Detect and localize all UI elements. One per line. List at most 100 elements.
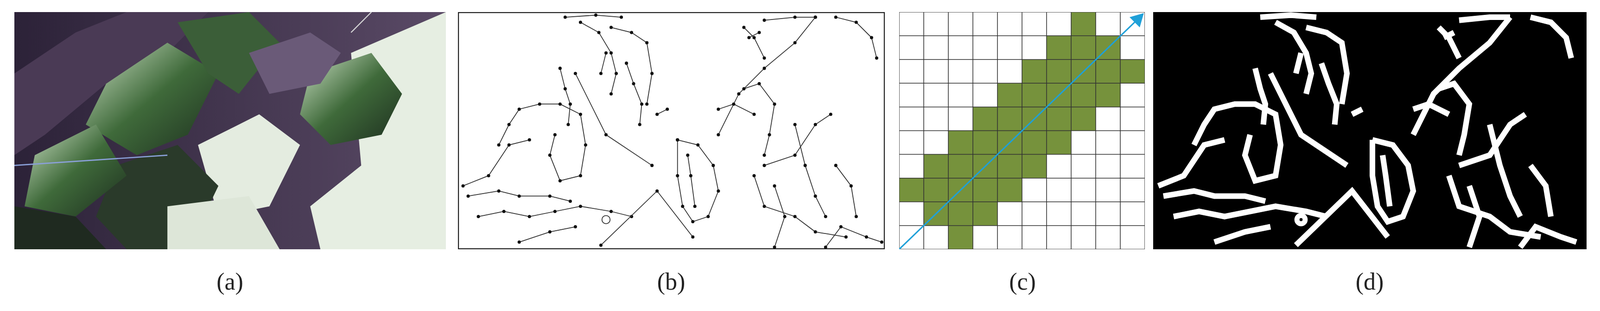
panel-label: (b) [657,267,686,295]
vertex-dot [849,184,853,188]
vertex-dot [716,107,720,111]
grid-ground [899,12,1145,249]
vertex-dot [875,56,879,60]
vertex-dot [742,87,746,91]
grid-line [1070,12,1072,249]
grid-cell [1022,130,1047,155]
mask-line [1382,154,1390,206]
direction-arrow [899,20,1137,249]
grid-cell [1046,35,1072,60]
grid-cell [948,225,973,249]
edge-line [565,15,622,18]
grid-cell [1046,59,1072,83]
vertex-dot [762,163,766,167]
vertex-dot [517,194,521,198]
edge-line [687,154,695,206]
vertex-dot [609,209,613,213]
vertex-dot [762,204,766,208]
vertex-dot [793,153,797,157]
edge-line [677,139,719,222]
mask-line [1163,190,1266,201]
grid-cell [1095,59,1121,83]
mask-line [1352,108,1363,115]
vertex-dot [813,15,818,19]
vector-lines [457,12,885,249]
grid-cell [1046,130,1072,155]
grid-cell [1071,12,1096,36]
vertex-dot [773,245,777,249]
vertex-dot [573,71,578,76]
grid-cell [948,130,973,155]
mask-line [1520,226,1577,248]
vertex-dot [824,214,828,218]
vertex-dot [476,214,481,218]
grid-cell [972,130,998,155]
vertex-dot [742,25,746,30]
edge-line [498,103,586,181]
mask-line [1295,52,1302,74]
vertex-dot [609,51,613,55]
vertex-dot [864,234,869,239]
vertex-dot [497,143,501,147]
grid-line [899,248,1145,249]
edge-line [764,17,816,21]
vertex-dot [716,189,720,193]
vertex-dot [645,102,649,106]
vertex-dot [711,163,715,167]
grid-cell [972,106,998,131]
panel-label: (d) [1355,267,1385,295]
vertex-dot [813,194,818,198]
edge-line [463,139,530,186]
vertex-dot [558,178,562,183]
edge-line [718,103,755,115]
grid-cell [1071,106,1096,131]
edge-line [611,27,653,104]
vertex-dot [502,209,506,213]
mask-line [1489,124,1521,216]
edge-line [754,175,846,237]
mask-line [1321,63,1337,125]
vertex-dot [880,240,884,244]
vertex-dot [466,194,470,198]
vertex-dot [609,92,613,96]
grid-cell [997,106,1023,131]
vertex-dot [813,122,818,127]
vertex-dot [803,163,807,167]
mask-line [1448,175,1541,237]
vertex-dot [731,102,736,106]
panel-label: (c) [1009,267,1036,295]
vertex-dot [757,82,761,86]
vertex-dot [497,189,501,193]
vertex-dot [869,36,874,40]
vertex-dot [566,122,570,127]
vertex-dot [747,36,751,40]
mask-line [1413,103,1449,115]
vertex-dot [696,143,700,147]
vertex-dot [824,245,828,249]
grid-cell [972,177,998,202]
vertex-dot [762,18,766,22]
vertex-dot [568,199,572,203]
vertex-dot [563,87,567,91]
vertex-dot [675,138,680,142]
mask-line [1443,32,1454,38]
grid-cell [923,154,949,178]
edge-line [764,114,831,166]
edge-line [835,165,857,216]
vertex-dot [757,31,761,35]
vertex-dot [563,15,567,19]
grid-cell [1071,35,1096,60]
edge-line [600,190,693,245]
vertex-dot [813,15,818,19]
vertex-dot [762,66,766,70]
vertex-dot [773,184,777,188]
mask-loop [1296,215,1306,224]
mask-line [1306,27,1347,104]
vertex-dot [783,214,787,218]
mask-line [1214,226,1271,242]
grid-line [899,177,1145,179]
grid-cell [1071,82,1096,107]
vertex-dot [609,25,613,30]
vertex-dot [578,173,583,178]
mask-line [1413,17,1511,135]
